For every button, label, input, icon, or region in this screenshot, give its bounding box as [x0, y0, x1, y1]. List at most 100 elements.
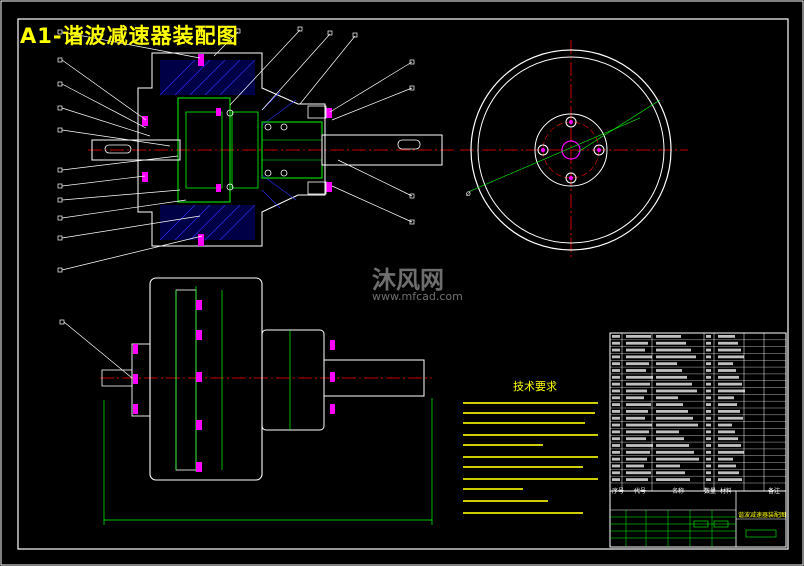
parts-list-cell-text [626, 450, 650, 454]
parts-list-cell-text [706, 348, 711, 352]
parts-list-cell-text [612, 362, 620, 366]
parts-list-cell-text [706, 444, 711, 447]
parts-list-cell-text [612, 457, 620, 461]
parts-list-cell-text [718, 389, 745, 393]
parts-list-cell-text [656, 375, 687, 379]
tech-requirements-heading: 技术要求 [513, 380, 557, 393]
parts-list-cell-text [612, 335, 620, 338]
parts-list-cell-text [626, 389, 647, 393]
parts-list-cell-text [656, 423, 698, 427]
parts-list-cell-text [706, 355, 711, 359]
parts-list-cell-text [656, 410, 688, 413]
drawing-title: A1-谐波减速器装配图 [20, 24, 239, 48]
parts-list-cell-text [626, 457, 647, 461]
parts-list-cell-text [656, 416, 693, 420]
parts-list-cell-text [612, 403, 620, 406]
parts-list-cell-text [718, 335, 735, 338]
parts-list-cell-text [626, 335, 651, 338]
parts-list-cell-text [612, 423, 620, 427]
parts-list-cell-text [626, 348, 645, 352]
parts-list-cell-text [706, 416, 711, 420]
parts-list-cell-text [612, 375, 620, 379]
tech-requirements-lines [463, 402, 598, 514]
parts-list-cell-text [718, 416, 743, 420]
parts-list-cell-text [718, 423, 732, 427]
parts-list-cell-text [612, 430, 620, 434]
parts-list-cell-text [656, 464, 680, 468]
parts-list-cell-text [612, 437, 620, 441]
parts-list-cell-text [656, 437, 684, 441]
parts-list-cell-text [656, 369, 682, 372]
parts-list-cell-text [612, 355, 620, 359]
parts-list-cell-text [718, 375, 739, 379]
parts-list-cell-text [626, 437, 646, 441]
parts-list-cell-text [706, 362, 711, 366]
parts-list-cell-text [612, 382, 620, 386]
parts-list-cell-text [706, 335, 711, 338]
parts-list-cell-text [656, 396, 678, 400]
parts-list-cell-text [656, 355, 696, 359]
watermark-brand: 沐风网 [372, 266, 444, 294]
parts-list-cell-text [612, 464, 620, 468]
part-leaders [57, 26, 415, 273]
parts-list-cell-text [718, 369, 736, 372]
parts-list-cell-text [656, 362, 677, 366]
tb-header-material: 材料 [720, 488, 733, 495]
parts-list-cell-text [626, 471, 651, 475]
parts-list-cell-text [706, 437, 711, 441]
parts-list-cell-text [718, 430, 735, 434]
parts-list-cell-text [706, 423, 711, 427]
parts-list-cell-text [718, 355, 744, 359]
parts-list-cell-text [706, 382, 711, 386]
parts-list-cell-text [626, 341, 648, 345]
parts-list-cell-text [718, 348, 741, 352]
parts-list-cell-text [656, 348, 691, 352]
parts-list-cell-text [612, 348, 620, 352]
parts-list-cell-text [612, 389, 620, 393]
parts-list-cell-text [626, 396, 644, 400]
parts-list-cell-text [706, 341, 711, 345]
parts-list-cell-text [718, 437, 738, 441]
tb-header-qty: 数量 [704, 488, 717, 495]
parts-list-cell-text [626, 478, 648, 481]
parts-list-cell-text [626, 464, 644, 468]
parts-list-cell-text [706, 457, 711, 461]
parts-list-cell-text [612, 478, 620, 481]
parts-list-cell-text [656, 450, 694, 454]
parts-list-cell-text [626, 423, 652, 427]
tb-header-index: 序号 [612, 488, 625, 495]
parts-list-cell-text [612, 444, 620, 447]
end-view: Ø [460, 40, 688, 260]
parts-list-cell-text [706, 375, 711, 379]
parts-list-cell-text [718, 444, 741, 447]
parts-list-cell-text [718, 464, 736, 468]
parts-list-cell-text [612, 416, 620, 420]
parts-list-cell-text [656, 382, 692, 386]
parts-list-cell-text [706, 369, 711, 372]
parts-list-cell-text [656, 478, 690, 481]
parts-list-cell-text [706, 464, 711, 468]
parts-list-cell-text [706, 410, 711, 413]
parts-list-cell-text [656, 430, 679, 434]
section-view [88, 52, 455, 247]
tb-header-name: 名称 [672, 488, 685, 495]
parts-list-cell-text [706, 430, 711, 434]
parts-list-cell-text [626, 430, 649, 434]
parts-list-cell-text [706, 478, 711, 481]
parts-list-cell-text [626, 410, 648, 413]
inner-frame [17, 18, 789, 550]
parts-list-cell-text [706, 403, 711, 406]
parts-list-cell-text [626, 362, 649, 366]
parts-list-cell-text [626, 403, 651, 406]
tb-header-code: 代号 [634, 488, 647, 495]
svg-text:Ø: Ø [466, 191, 471, 198]
parts-list-cell-text [718, 396, 734, 400]
parts-list-cell-text [718, 457, 733, 461]
parts-list-cell-text [718, 362, 733, 366]
parts-list-cell-text [718, 403, 737, 406]
parts-list-cell-text [612, 396, 620, 400]
parts-list-cell-text [626, 444, 653, 447]
parts-list-cell-text [718, 471, 739, 475]
